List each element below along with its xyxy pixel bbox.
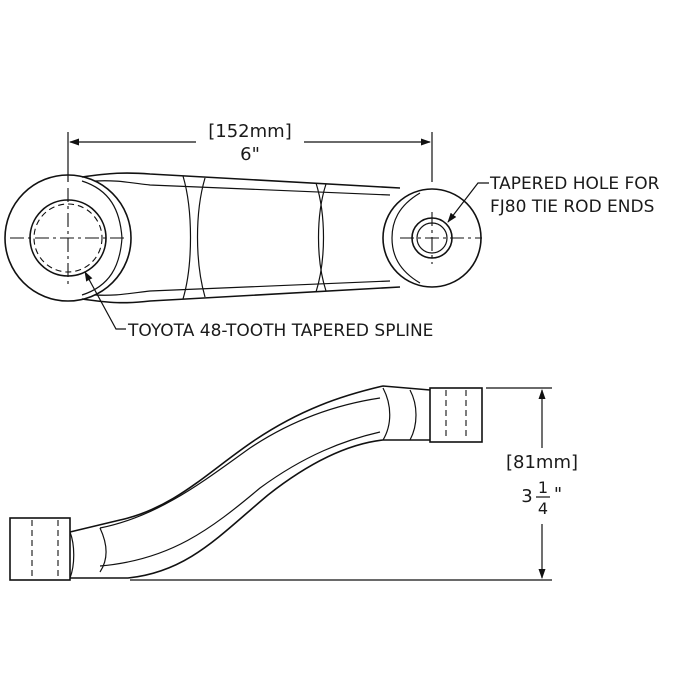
arm-body-bottom-edge	[81, 286, 401, 304]
left-hub-blend-inner	[99, 527, 107, 573]
top-view: [152mm] 6" TAPERED HOLE FOR FJ80	[4, 121, 660, 341]
right-hub-blend	[409, 389, 417, 441]
side-view: [81mm] 3 1 4 "	[9, 385, 578, 581]
arm-side-inner-upper	[99, 397, 381, 529]
arm-body-top-edge	[81, 172, 401, 189]
right-hub-outline	[429, 387, 483, 443]
spline-callout: TOYOTA 48-TOOTH TAPERED SPLINE	[127, 321, 433, 341]
spline-boss-outline	[4, 174, 132, 302]
height-whole-number: 3	[521, 486, 532, 507]
arm-section-line-2	[196, 177, 206, 298]
width-imperial-label: 6"	[240, 144, 260, 165]
tie-rod-hole-leader	[447, 182, 489, 223]
height-metric-label: [81mm]	[506, 452, 578, 473]
height-denominator: 4	[538, 499, 548, 518]
height-numerator: 1	[538, 478, 548, 497]
arm-section-line-4	[317, 183, 327, 292]
spline-leader	[84, 271, 126, 330]
tie-rod-boss-fillet	[391, 192, 421, 284]
height-unit: "	[554, 484, 562, 505]
arm-side-upper-edge	[69, 385, 431, 533]
left-hub-outline	[9, 517, 71, 581]
arm-section-line-1	[182, 175, 192, 300]
tie-rod-hole-callout-line2: FJ80 TIE ROD ENDS	[490, 197, 654, 217]
arm-section-line-3	[315, 182, 325, 293]
arm-inner-top-line	[94, 180, 391, 196]
left-hub-blend	[69, 531, 75, 579]
arm-inner-bottom-line	[94, 280, 391, 296]
tie-rod-hole-callout-line1: TAPERED HOLE FOR	[489, 174, 660, 194]
arm-side-inner-lower	[99, 431, 381, 567]
arm-side-lower-edge	[70, 439, 430, 579]
width-metric-label: [152mm]	[208, 121, 291, 142]
right-hub-blend-inner	[382, 387, 391, 441]
